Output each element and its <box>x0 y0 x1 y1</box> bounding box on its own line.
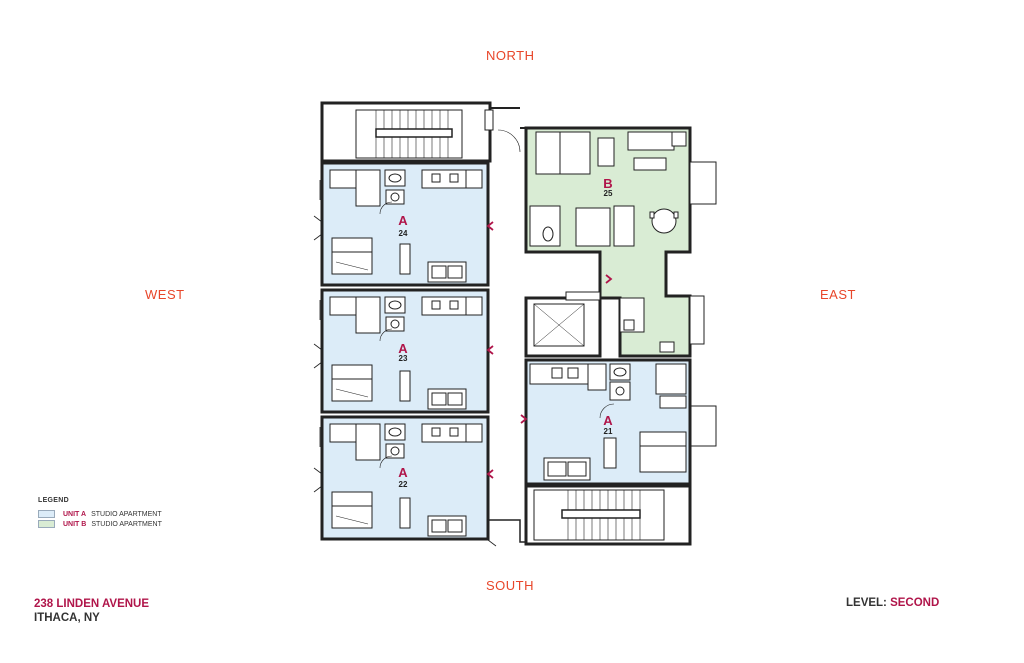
entry-arrow-24 <box>486 221 494 231</box>
legend-swatch-unit-a <box>38 510 55 518</box>
level-label: LEVEL: <box>846 597 887 609</box>
legend-swatch-unit-b <box>38 520 55 528</box>
address-street: 238 LINDEN AVENUE <box>34 598 150 610</box>
entry-arrow-22 <box>486 469 494 479</box>
building-address: 238 LINDEN AVENUE ITHACA, NY <box>34 597 149 625</box>
compass-east: EAST <box>820 287 856 302</box>
compass-south: SOUTH <box>486 578 534 593</box>
legend-unit-a-label: STUDIO APARTMENT <box>91 510 162 518</box>
unit-23-letter: A <box>398 341 408 356</box>
unit-21-letter: A <box>603 413 613 428</box>
legend-item-unit-b: UNIT B STUDIO APARTMENT <box>38 519 162 529</box>
unit-24-number: 24 <box>399 229 408 238</box>
unit-25-letter: B <box>603 176 612 191</box>
unit-21-number: 21 <box>604 427 613 436</box>
legend-unit-b-label: STUDIO APARTMENT <box>91 520 162 528</box>
compass-west: WEST <box>145 287 185 302</box>
legend-item-unit-a: UNIT A STUDIO APARTMENT <box>38 509 162 519</box>
floor-level: LEVEL: SECOND <box>846 597 939 609</box>
legend: LEGEND UNIT A STUDIO APARTMENT UNIT B ST… <box>38 497 162 529</box>
address-city: ITHACA, NY <box>34 612 100 624</box>
legend-unit-b-code: UNIT B <box>63 520 87 528</box>
unit-21-fixtures <box>529 363 687 481</box>
level-value: SECOND <box>890 597 940 609</box>
unit-22-number: 22 <box>399 480 408 489</box>
entry-arrow-25 <box>605 274 613 284</box>
entry-arrow-21 <box>520 414 528 424</box>
entry-arrow-23 <box>486 345 494 355</box>
unit-22-letter: A <box>398 465 408 480</box>
unit-25-fixtures <box>529 131 687 353</box>
unit-24-letter: A <box>398 213 408 228</box>
unit-labels: A 24 A 23 A 22 B 25 A 21 <box>398 176 613 489</box>
entry-arrows <box>486 221 613 479</box>
unit-25-number: 25 <box>604 189 613 198</box>
legend-unit-a-code: UNIT A <box>63 510 87 518</box>
unit-23-number: 23 <box>399 354 408 363</box>
unit-24-fixtures <box>329 169 483 283</box>
legend-title: LEGEND <box>38 497 69 504</box>
compass-north: NORTH <box>486 48 535 63</box>
